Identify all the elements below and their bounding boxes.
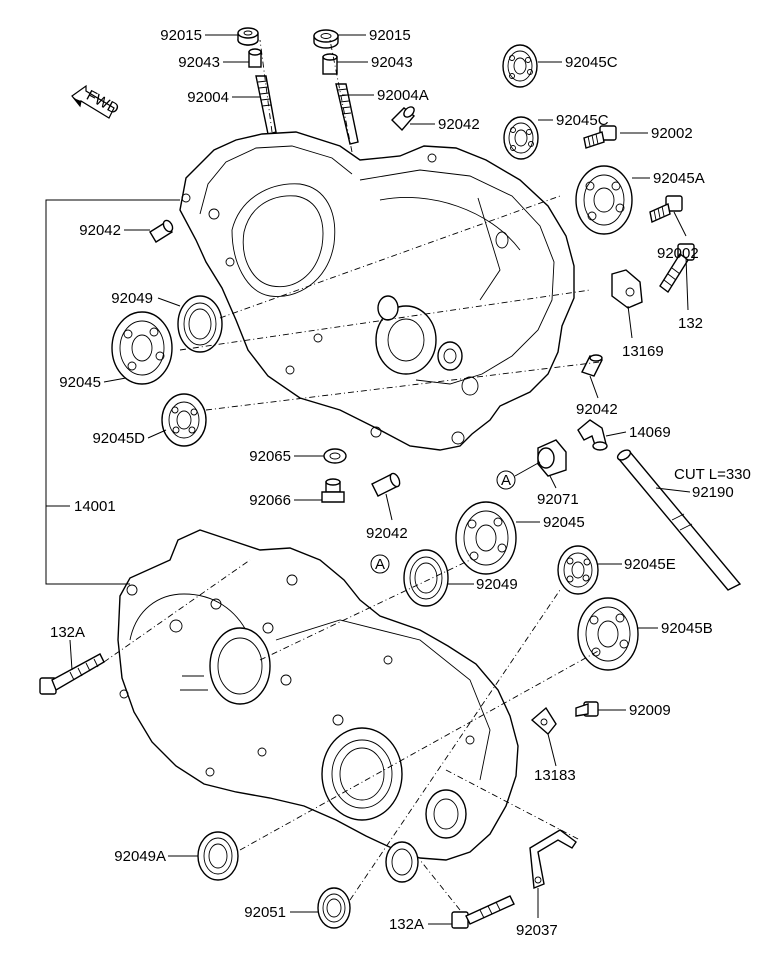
label-92071: 92071 — [537, 491, 579, 508]
bolt-92002-mid — [649, 195, 683, 223]
label-92042-top: 92042 — [438, 116, 480, 133]
bolt-92002-top — [583, 125, 617, 149]
label-92045E: 92045E — [624, 556, 676, 573]
fitting-14069 — [577, 419, 608, 451]
label-92049A: 92049A — [114, 848, 166, 865]
collar-92043-left — [248, 48, 262, 68]
plate-13169 — [611, 269, 643, 309]
cut-length-note: CUT L=330 — [674, 466, 751, 483]
label-92002-top: 92002 — [651, 125, 693, 142]
label-92051: 92051 — [244, 904, 286, 921]
dowel-92042-bottom — [371, 472, 401, 497]
label-92015-left: 92015 — [160, 27, 202, 44]
label-14069: 14069 — [629, 424, 671, 441]
bearing-92045D — [161, 393, 207, 447]
part-labels: 92015 92015 92043 92043 92004 92004A 920… — [50, 27, 751, 939]
dowel-92042-right — [581, 354, 603, 377]
label-92190: 92190 — [692, 484, 734, 501]
collar-92043-right — [322, 53, 338, 75]
label-132A-bottom: 132A — [389, 916, 424, 933]
label-92004A: 92004A — [377, 87, 429, 104]
svg-text:A: A — [375, 556, 385, 573]
stud-92004 — [255, 75, 277, 135]
label-92045-mid: 92045 — [543, 514, 585, 531]
bearing-92045A — [575, 165, 633, 235]
label-132: 132 — [678, 315, 703, 332]
label-92004: 92004 — [187, 89, 229, 106]
label-92066: 92066 — [249, 492, 291, 509]
washer-92065 — [323, 448, 347, 464]
leader-lines — [45, 34, 691, 925]
stud-92004A — [335, 83, 359, 145]
fwd-arrow-icon: FWD — [71, 84, 122, 119]
label-92045B: 92045B — [661, 620, 713, 637]
label-92042-bottom: 92042 — [366, 525, 408, 542]
bearing-92045C-mid — [503, 116, 539, 160]
plate-13183 — [530, 706, 557, 736]
label-92043-right: 92043 — [371, 54, 413, 71]
callout-a-upper: A — [496, 470, 516, 490]
label-92065: 92065 — [249, 448, 291, 465]
label-92045-left: 92045 — [59, 374, 101, 391]
cap-92071 — [537, 439, 567, 477]
crankcase-upper-half — [179, 131, 575, 451]
label-92045C-mid: 92045C — [556, 112, 609, 129]
label-14001: 14001 — [74, 498, 116, 515]
nut-92015-right — [313, 29, 339, 49]
bearing-92045-mid — [455, 501, 517, 575]
label-92049-upper: 92049 — [111, 290, 153, 307]
svg-text:A: A — [501, 472, 511, 489]
label-92045D: 92045D — [92, 430, 145, 447]
bearing-92045C-top — [502, 44, 538, 88]
label-92042-right: 92042 — [576, 401, 618, 418]
bolt-132A-left — [39, 653, 105, 695]
dowel-92042-left — [149, 219, 174, 243]
bolt-132 — [659, 243, 695, 294]
bearing-92045B — [577, 597, 639, 671]
label-92045A: 92045A — [653, 170, 705, 187]
seal-92049-upper — [177, 295, 223, 353]
label-92043-left: 92043 — [178, 54, 220, 71]
seal-92049-mid — [403, 549, 449, 607]
label-13183: 13183 — [534, 767, 576, 784]
label-92049-mid: 92049 — [476, 576, 518, 593]
label-92015-right: 92015 — [369, 27, 411, 44]
callout-a-lower: A — [370, 554, 390, 574]
label-92009: 92009 — [629, 702, 671, 719]
bolt-92009 — [575, 701, 599, 717]
dowel-92042-top — [391, 106, 416, 132]
bearing-92045-left — [111, 311, 173, 385]
seal-92051 — [317, 887, 351, 929]
hose-92190 — [616, 449, 742, 591]
bolt-132A-bottom — [451, 895, 515, 929]
clamp-92037 — [529, 829, 577, 889]
label-92037: 92037 — [516, 922, 558, 939]
label-132A-left: 132A — [50, 624, 85, 641]
label-92042-left: 92042 — [79, 222, 121, 239]
bearing-92045E — [557, 545, 599, 595]
label-13169: 13169 — [622, 343, 664, 360]
plug-92066 — [321, 478, 345, 503]
label-92045C-top: 92045C — [565, 54, 618, 71]
seal-92049A — [197, 831, 239, 881]
crankcase-lower-half — [117, 529, 519, 883]
nut-92015-left — [237, 27, 259, 46]
label-92002-mid: 92002 — [657, 245, 699, 262]
